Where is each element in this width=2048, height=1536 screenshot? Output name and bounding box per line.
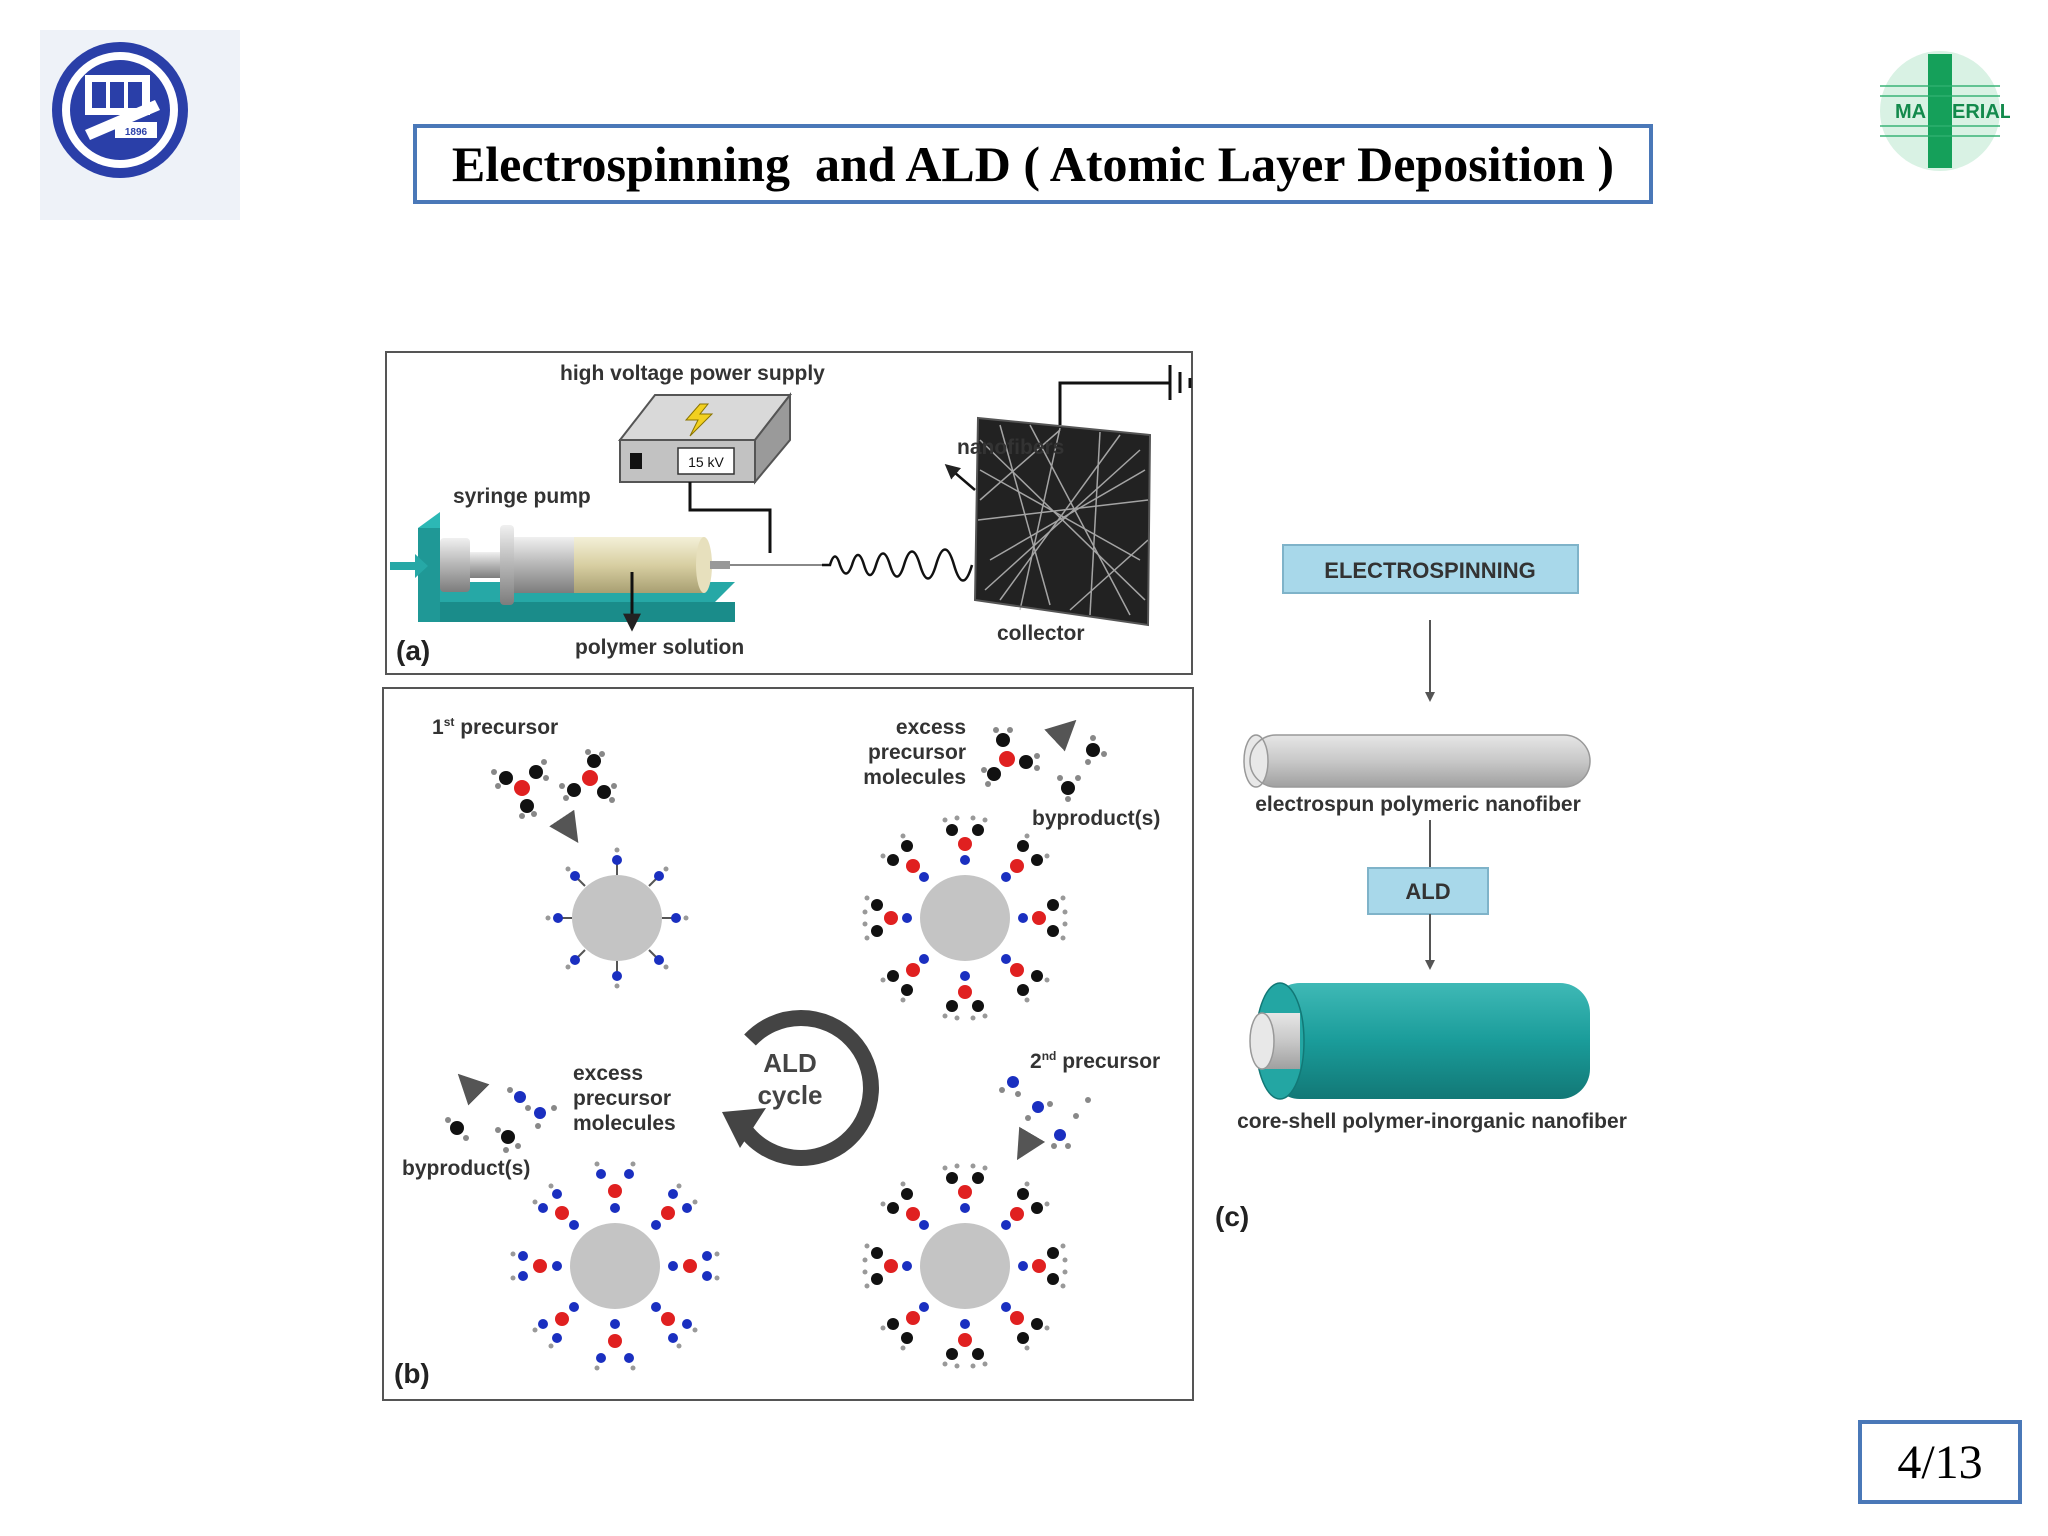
precursor-molecules-2 bbox=[999, 1076, 1091, 1149]
page-number: 4/13 bbox=[1858, 1420, 2022, 1504]
polymeric-nanofiber-label: electrospun polymeric nanofiber bbox=[1255, 793, 1581, 816]
precursor-molecules-1 bbox=[491, 749, 617, 819]
syringe-pump-label: syringe pump bbox=[453, 485, 591, 508]
first-precursor-label: 1st precursor bbox=[432, 715, 558, 739]
ald-step: ALD bbox=[1405, 879, 1450, 904]
materials-logo-icon: MA ERIALS bbox=[1880, 51, 2010, 171]
byproducts-label-1: byproduct(s) bbox=[1032, 807, 1160, 830]
panel-b: (b) 1st precursor bbox=[382, 687, 1194, 1401]
logo-text-right: ERIALS bbox=[1952, 101, 2010, 123]
panel-c-label: (c) bbox=[1215, 1201, 1249, 1232]
excess-label-1-line3: molecules bbox=[863, 766, 966, 789]
substrate-stage-4 bbox=[510, 1161, 720, 1371]
excess-molecules-2 bbox=[445, 1087, 557, 1153]
excess-label-1-line1: excess bbox=[896, 716, 966, 739]
fiber-jet bbox=[822, 548, 974, 582]
polymeric-nanofiber bbox=[1243, 734, 1591, 788]
panel-b-label: (b) bbox=[394, 1358, 430, 1389]
slide-title: Electrospinning and ALD ( Atomic Layer D… bbox=[413, 124, 1653, 204]
panel-a-label: (a) bbox=[396, 635, 430, 666]
power-supply-box: 15 kV bbox=[617, 392, 793, 485]
logo-year: 1896 bbox=[125, 127, 148, 138]
ground-icon bbox=[1168, 365, 1192, 400]
ald-cycle-line1: ALD bbox=[763, 1048, 816, 1078]
panel-c: ELECTROSPINNING electrospun polymeric na… bbox=[1215, 544, 1627, 1232]
ald-cycle-arrow bbox=[722, 1010, 879, 1166]
collector-label: collector bbox=[997, 622, 1085, 645]
byproducts-label-2: byproduct(s) bbox=[402, 1157, 530, 1180]
substrate-stage-1 bbox=[545, 847, 689, 989]
power-supply-label: high voltage power supply bbox=[560, 362, 825, 385]
nanofibers-label: nanofibers bbox=[957, 436, 1064, 459]
syringe-pump bbox=[390, 512, 822, 622]
core-shell-nanofiber bbox=[1249, 982, 1590, 1100]
lightning-icon bbox=[684, 403, 714, 437]
second-precursor-label: 2nd precursor bbox=[1030, 1049, 1160, 1073]
ald-cycle-line2: cycle bbox=[757, 1080, 822, 1110]
excess-label-2-line1: excess bbox=[573, 1062, 643, 1085]
university-logo-icon: 1896 bbox=[40, 30, 240, 220]
core-shell-label: core-shell polymer-inorganic nanofiber bbox=[1237, 1110, 1627, 1133]
excess-label-1-line2: precursor bbox=[868, 741, 966, 764]
panel-a: (a) high voltage power supply 15 kV bbox=[385, 351, 1193, 675]
excess-molecules-1 bbox=[981, 727, 1107, 802]
polymer-solution-label: polymer solution bbox=[575, 636, 744, 659]
excess-label-2-line2: precursor bbox=[573, 1087, 671, 1110]
logo-text-left: MA bbox=[1895, 101, 1926, 123]
substrate-stage-2 bbox=[862, 815, 1068, 1021]
electrospinning-step: ELECTROSPINNING bbox=[1324, 558, 1535, 583]
excess-label-2-line3: molecules bbox=[573, 1112, 676, 1135]
collector-mesh bbox=[973, 416, 1152, 627]
substrate-stage-3 bbox=[862, 1163, 1068, 1369]
voltage-readout: 15 kV bbox=[688, 454, 724, 470]
